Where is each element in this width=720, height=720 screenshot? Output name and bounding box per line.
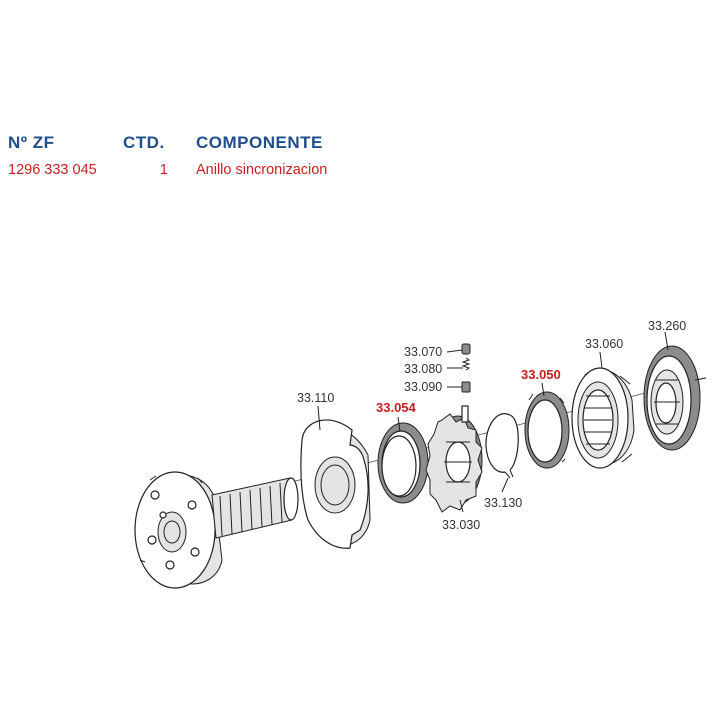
part-33050-synchro-ring [524, 391, 570, 469]
label-33080[interactable]: 33.080 [404, 362, 442, 376]
label-33070[interactable]: 33.070 [404, 345, 442, 359]
leader-lines [317, 331, 669, 513]
detent-parts-stack [461, 343, 471, 393]
cell-part-number[interactable]: 1296 333 045 [8, 162, 97, 178]
label-33054-highlighted[interactable]: 33.054 [376, 400, 417, 415]
part-33130-snap-ring [485, 413, 519, 479]
part-33030-synchronizer-hub [425, 405, 483, 513]
label-33110[interactable]: 33.110 [297, 391, 334, 405]
label-33130[interactable]: 33.130 [484, 496, 522, 510]
part-33054-synchro-ring [377, 422, 429, 504]
header-part-number: Nº ZF [8, 133, 55, 152]
planet-carrier-part [134, 471, 299, 589]
header-quantity: CTD. [123, 133, 165, 152]
part-33260-gear [643, 345, 707, 451]
cell-component: Anillo sincronizacion [196, 162, 328, 178]
part-33060-sliding-sleeve [571, 367, 635, 469]
label-33050-highlighted[interactable]: 33.050 [521, 367, 561, 382]
label-33090[interactable]: 33.090 [404, 380, 442, 394]
part-33110-thrust-plate [300, 419, 371, 549]
label-33260[interactable]: 33.260 [648, 319, 686, 333]
cell-quantity: 1 [159, 162, 168, 178]
header-component: COMPONENTE [196, 133, 323, 152]
label-33060[interactable]: 33.060 [585, 337, 623, 351]
label-33030[interactable]: 33.030 [442, 518, 480, 532]
